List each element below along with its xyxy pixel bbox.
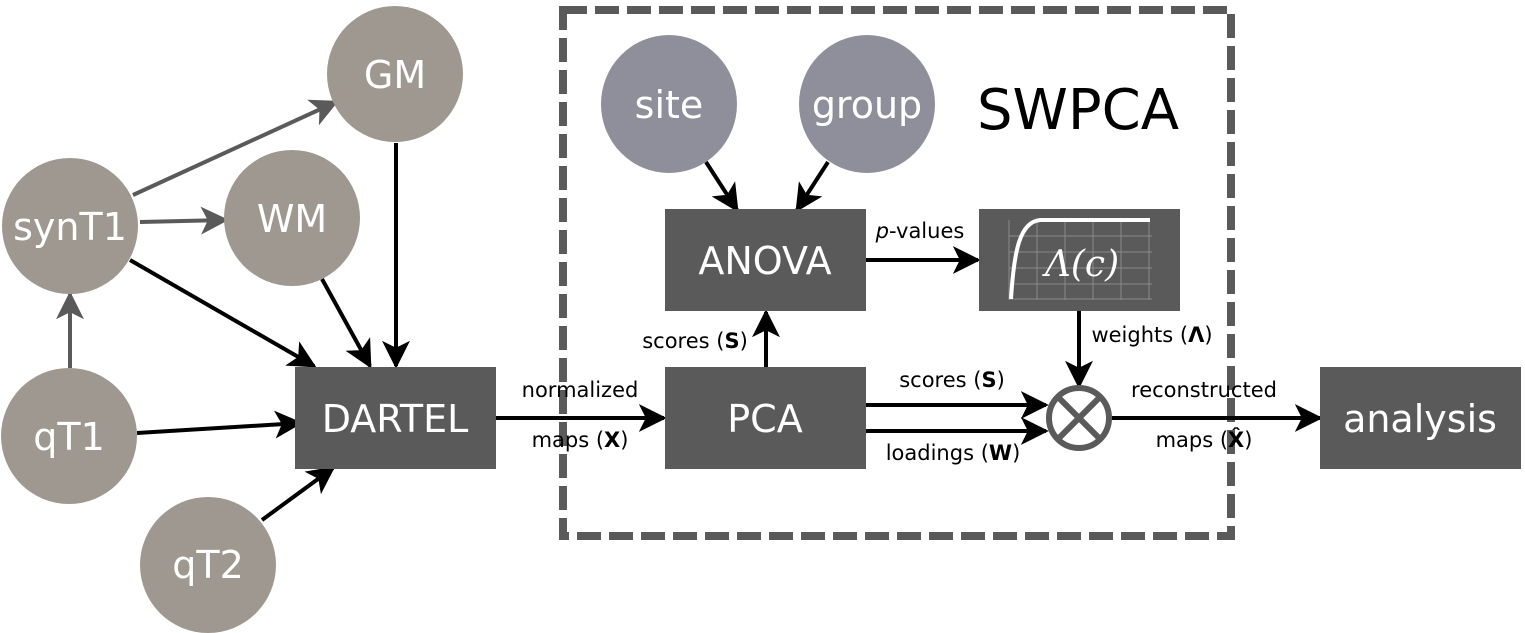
node-group: group	[799, 35, 935, 173]
node-qt2: qT2	[140, 497, 276, 633]
node-qt1-label: qT1	[33, 415, 105, 459]
label-maps-x: maps (X)	[532, 428, 629, 452]
node-site: site	[601, 35, 737, 173]
label-p-values: p-values	[875, 219, 965, 243]
node-wm: WM	[224, 150, 360, 286]
node-synt1: synT1	[2, 158, 138, 294]
label-maps-xhat: maps (X̂)	[1156, 427, 1253, 452]
node-qt2-label: qT2	[172, 543, 244, 587]
node-analysis: analysis	[1320, 367, 1521, 469]
node-site-label: site	[635, 83, 704, 127]
node-wm-label: WM	[257, 197, 327, 241]
edge-qt1-dartel	[136, 410, 303, 439]
label-reconstructed: reconstructed	[1131, 378, 1277, 402]
edge-group-anova	[795, 160, 830, 213]
sigmoid-curve-icon	[1009, 218, 1150, 300]
swpca-title: SWPCA	[977, 78, 1179, 143]
node-pca-label: PCA	[727, 397, 802, 441]
node-dartel-label: DARTEL	[322, 397, 469, 441]
node-qt1: qT1	[1, 368, 137, 504]
node-analysis-label: analysis	[1343, 397, 1497, 441]
node-synt1-label: synT1	[13, 205, 127, 249]
swpca-frame	[559, 6, 1235, 540]
node-gm: GM	[327, 6, 463, 142]
grid-icon	[1008, 220, 1152, 300]
node-group-label: group	[812, 83, 922, 127]
edge-synt1-wm	[139, 206, 229, 235]
node-anova-label: ANOVA	[698, 239, 831, 283]
node-weight-function-label: Λ(c)	[1042, 244, 1119, 285]
label-scores-to-multiply: scores (S)	[899, 368, 1005, 392]
edge-wm-dartel	[320, 278, 372, 369]
node-gm-label: GM	[364, 53, 426, 97]
label-weights: weights (Λ)	[1091, 323, 1212, 347]
node-dartel: DARTEL	[295, 367, 496, 469]
node-anova: ANOVA	[665, 209, 866, 311]
edge-qt2-dartel	[260, 466, 336, 522]
node-pca: PCA	[665, 367, 866, 469]
label-scores-to-anova: scores (S)	[642, 329, 748, 353]
label-normalized: normalized	[522, 378, 639, 402]
edge-site-anova	[704, 160, 739, 213]
label-loadings: loadings (W)	[886, 441, 1021, 465]
edge-synt1-gm	[132, 99, 339, 197]
node-weight-function: Λ(c)	[979, 209, 1180, 311]
edge-synt1-dartel	[129, 258, 317, 368]
multiply-icon	[1046, 385, 1112, 451]
